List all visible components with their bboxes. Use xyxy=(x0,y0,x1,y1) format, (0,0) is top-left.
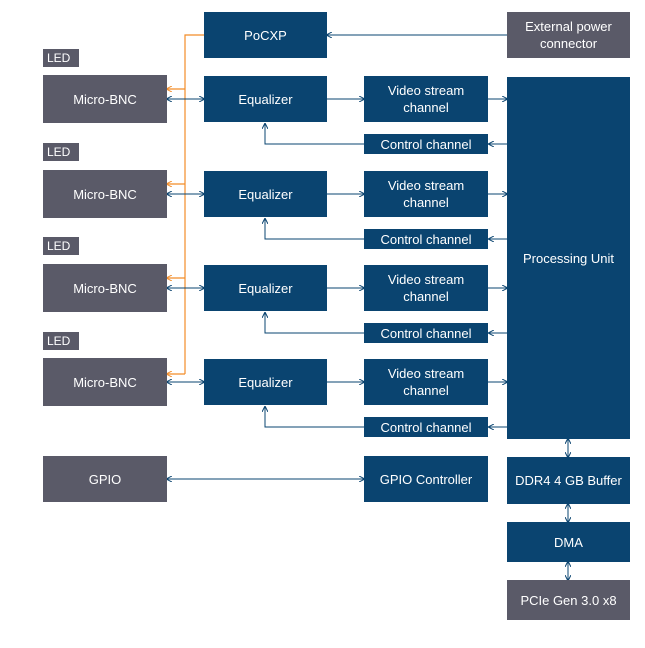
led-indicator-3: LED xyxy=(43,237,79,255)
micro-bnc-3: Micro-BNC xyxy=(43,264,167,312)
ctrl-eq-link-2 xyxy=(265,219,364,240)
external-power-connector: External power connector xyxy=(507,12,630,58)
micro-bnc-4: Micro-BNC xyxy=(43,358,167,406)
pcie-interface: PCIe Gen 3.0 x8 xyxy=(507,580,630,620)
control-channel-2: Control channel xyxy=(364,229,488,249)
poc-bus xyxy=(184,34,204,374)
equalizer-2: Equalizer xyxy=(204,171,327,217)
ctrl-eq-link-1 xyxy=(265,124,364,145)
video-stream-channel-3: Video stream channel xyxy=(364,265,488,311)
micro-bnc-1: Micro-BNC xyxy=(43,75,167,123)
led-indicator-4: LED xyxy=(43,332,79,350)
pocxp-block: PoCXP xyxy=(204,12,327,58)
equalizer-3: Equalizer xyxy=(204,265,327,311)
processing-unit: Processing Unit xyxy=(507,77,630,439)
gpio-controller: GPIO Controller xyxy=(364,456,488,502)
equalizer-4: Equalizer xyxy=(204,359,327,405)
video-stream-channel-1: Video stream channel xyxy=(364,76,488,122)
control-channel-1: Control channel xyxy=(364,134,488,154)
dma-block: DMA xyxy=(507,522,630,562)
led-indicator-2: LED xyxy=(43,143,79,161)
micro-bnc-2: Micro-BNC xyxy=(43,170,167,218)
ctrl-eq-link-4 xyxy=(265,407,364,428)
led-indicator-1: LED xyxy=(43,49,79,67)
ddr4-buffer: DDR4 4 GB Buffer xyxy=(507,457,630,504)
video-stream-channel-2: Video stream channel xyxy=(364,171,488,217)
control-channel-3: Control channel xyxy=(364,323,488,343)
equalizer-1: Equalizer xyxy=(204,76,327,122)
control-channel-4: Control channel xyxy=(364,417,488,437)
ctrl-eq-link-3 xyxy=(265,313,364,334)
gpio-port: GPIO xyxy=(43,456,167,502)
video-stream-channel-4: Video stream channel xyxy=(364,359,488,405)
